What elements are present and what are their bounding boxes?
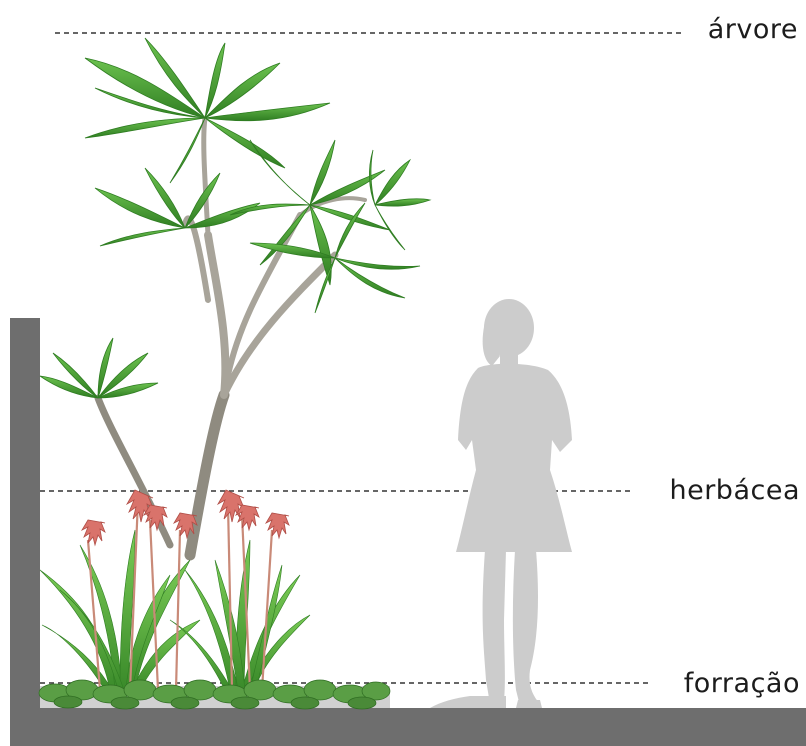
tree-trunks	[98, 118, 365, 555]
right-clump	[170, 540, 310, 690]
ground	[10, 708, 806, 746]
wall	[10, 318, 40, 746]
heliconia-flowers	[82, 490, 289, 545]
person-silhouette	[430, 299, 572, 708]
herbaceous-plants	[40, 490, 310, 690]
herbaceous-level-label: herbácea	[667, 475, 802, 507]
groundcover-level-label: forração	[682, 668, 802, 700]
tree-level-label: árvore	[706, 14, 800, 46]
